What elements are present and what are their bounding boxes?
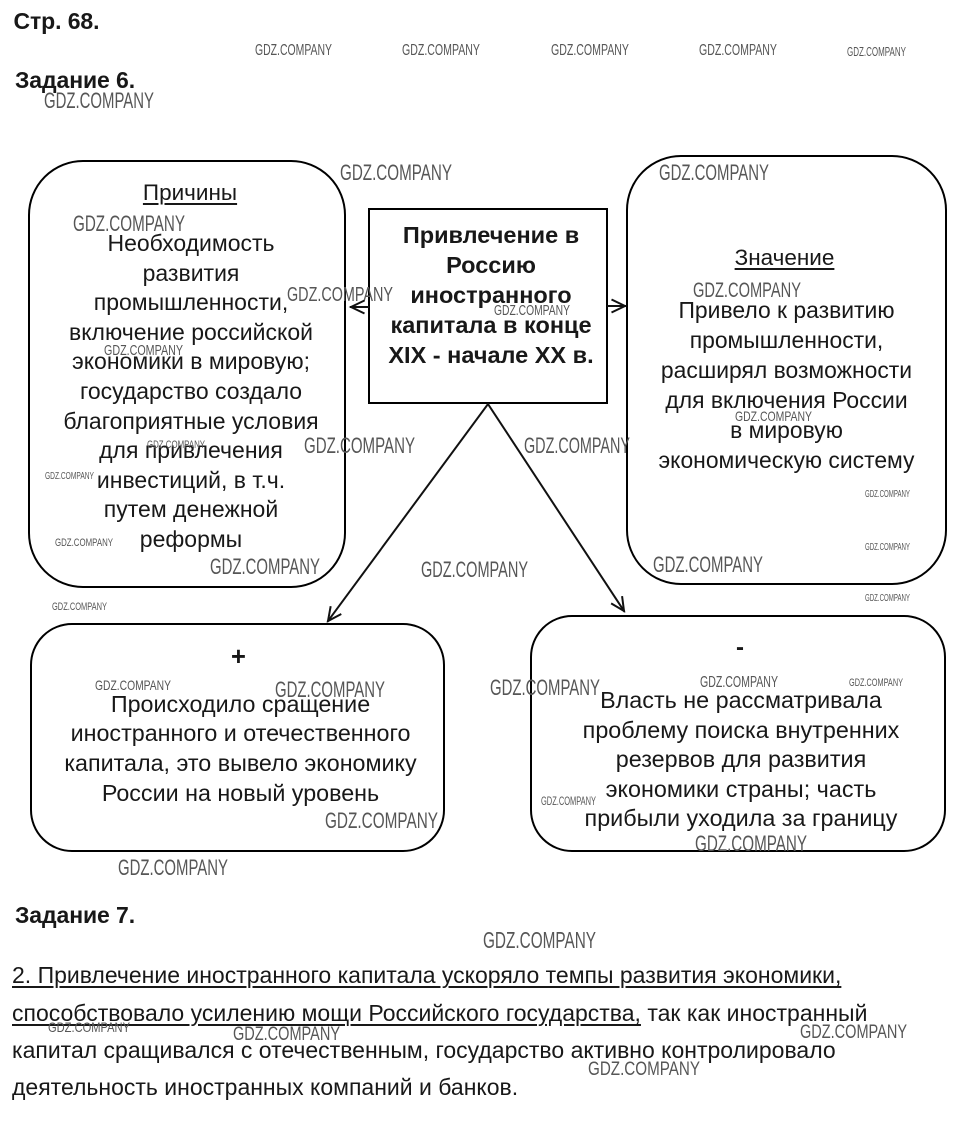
svg-text:GDZ.COMPANY: GDZ.COMPANY (287, 283, 393, 306)
svg-text:GDZ.COMPANY: GDZ.COMPANY (118, 855, 228, 880)
svg-text:GDZ.COMPANY: GDZ.COMPANY (494, 303, 570, 319)
svg-text:GDZ.COMPANY: GDZ.COMPANY (52, 601, 107, 613)
svg-text:GDZ.COMPANY: GDZ.COMPANY (659, 160, 769, 185)
svg-text:GDZ.COMPANY: GDZ.COMPANY (73, 211, 185, 236)
svg-text:GDZ.COMPANY: GDZ.COMPANY (421, 557, 528, 582)
svg-text:GDZ.COMPANY: GDZ.COMPANY (865, 593, 910, 604)
svg-text:GDZ.COMPANY: GDZ.COMPANY (340, 160, 452, 185)
svg-text:GDZ.COMPANY: GDZ.COMPANY (735, 408, 812, 424)
svg-text:GDZ.COMPANY: GDZ.COMPANY (95, 677, 171, 693)
svg-text:GDZ.COMPANY: GDZ.COMPANY (48, 1019, 131, 1035)
svg-text:GDZ.COMPANY: GDZ.COMPANY (210, 554, 320, 579)
svg-text:GDZ.COMPANY: GDZ.COMPANY (551, 42, 629, 59)
svg-text:GDZ.COMPANY: GDZ.COMPANY (865, 542, 910, 553)
svg-text:GDZ.COMPANY: GDZ.COMPANY (695, 831, 807, 856)
svg-text:GDZ.COMPANY: GDZ.COMPANY (275, 677, 385, 702)
svg-text:GDZ.COMPANY: GDZ.COMPANY (699, 42, 777, 59)
svg-text:GDZ.COMPANY: GDZ.COMPANY (402, 42, 480, 59)
svg-text:GDZ.COMPANY: GDZ.COMPANY (304, 433, 415, 458)
svg-text:GDZ.COMPANY: GDZ.COMPANY (147, 439, 205, 451)
svg-text:GDZ.COMPANY: GDZ.COMPANY (693, 279, 801, 302)
svg-text:GDZ.COMPANY: GDZ.COMPANY (45, 470, 94, 482)
svg-text:GDZ.COMPANY: GDZ.COMPANY (490, 675, 600, 700)
svg-text:GDZ.COMPANY: GDZ.COMPANY (325, 808, 438, 833)
svg-text:GDZ.COMPANY: GDZ.COMPANY (800, 1022, 907, 1043)
svg-text:GDZ.COMPANY: GDZ.COMPANY (849, 677, 903, 689)
svg-text:GDZ.COMPANY: GDZ.COMPANY (104, 342, 183, 359)
svg-text:GDZ.COMPANY: GDZ.COMPANY (44, 88, 154, 113)
svg-text:GDZ.COMPANY: GDZ.COMPANY (541, 796, 596, 808)
svg-text:GDZ.COMPANY: GDZ.COMPANY (865, 489, 910, 500)
svg-text:GDZ.COMPANY: GDZ.COMPANY (653, 552, 763, 577)
svg-text:GDZ.COMPANY: GDZ.COMPANY (483, 927, 596, 953)
svg-text:GDZ.COMPANY: GDZ.COMPANY (700, 674, 778, 691)
svg-text:GDZ.COMPANY: GDZ.COMPANY (588, 1058, 700, 1080)
svg-text:GDZ.COMPANY: GDZ.COMPANY (524, 433, 630, 458)
svg-text:GDZ.COMPANY: GDZ.COMPANY (55, 537, 113, 549)
svg-text:GDZ.COMPANY: GDZ.COMPANY (233, 1024, 340, 1045)
svg-text:GDZ.COMPANY: GDZ.COMPANY (255, 42, 332, 59)
svg-text:GDZ.COMPANY: GDZ.COMPANY (847, 44, 906, 59)
